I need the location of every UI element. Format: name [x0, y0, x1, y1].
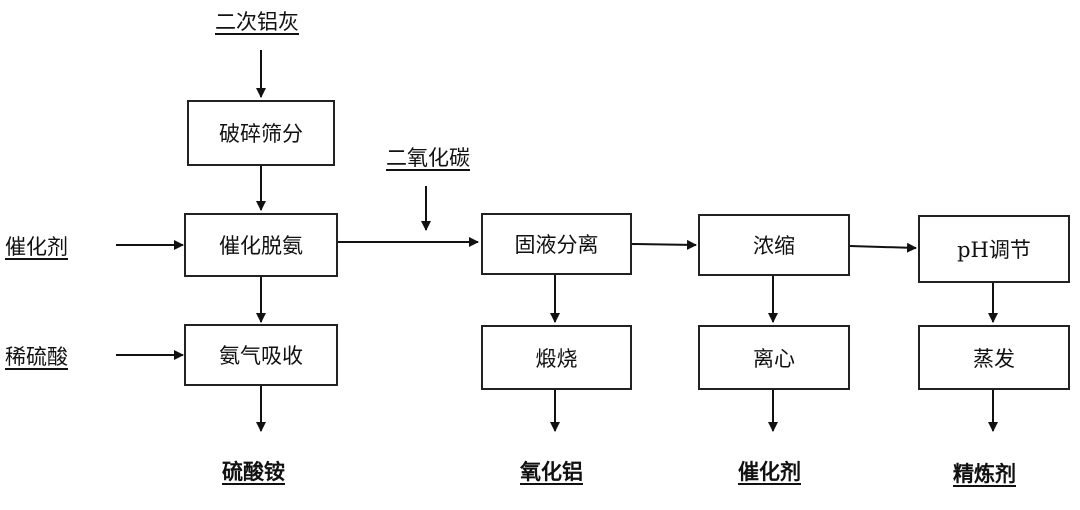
step-crush-screen: 破碎筛分 — [187, 100, 335, 166]
step-solid-liquid-separation: 固液分离 — [481, 213, 632, 275]
output-alumina: 氧化铝 — [520, 460, 583, 484]
arrow-concentrate-to-ph — [849, 242, 917, 253]
output-refining-agent: 精炼剂 — [953, 462, 1016, 486]
step-catalytic-deamination: 催化脱氨 — [184, 213, 338, 277]
step-centrifuge: 离心 — [698, 325, 850, 390]
step-ph-adjust: pH调节 — [918, 215, 1070, 283]
input-dilute-sulfuric-acid: 稀硫酸 — [5, 345, 68, 369]
input-co2: 二氧化碳 — [386, 146, 470, 170]
output-catalyst: 催化剂 — [738, 460, 801, 484]
step-calcine: 煅烧 — [481, 325, 632, 390]
input-secondary-al-ash: 二次铝灰 — [215, 10, 299, 34]
output-ammonium-sulfate: 硫酸铵 — [222, 460, 285, 484]
step-evaporate: 蒸发 — [918, 325, 1070, 390]
arrow-separation-to-concentrate — [631, 239, 697, 250]
step-ammonia-absorption: 氨气吸收 — [184, 324, 338, 386]
step-concentrate: 浓缩 — [698, 214, 850, 276]
input-catalyst: 催化剂 — [5, 235, 68, 259]
